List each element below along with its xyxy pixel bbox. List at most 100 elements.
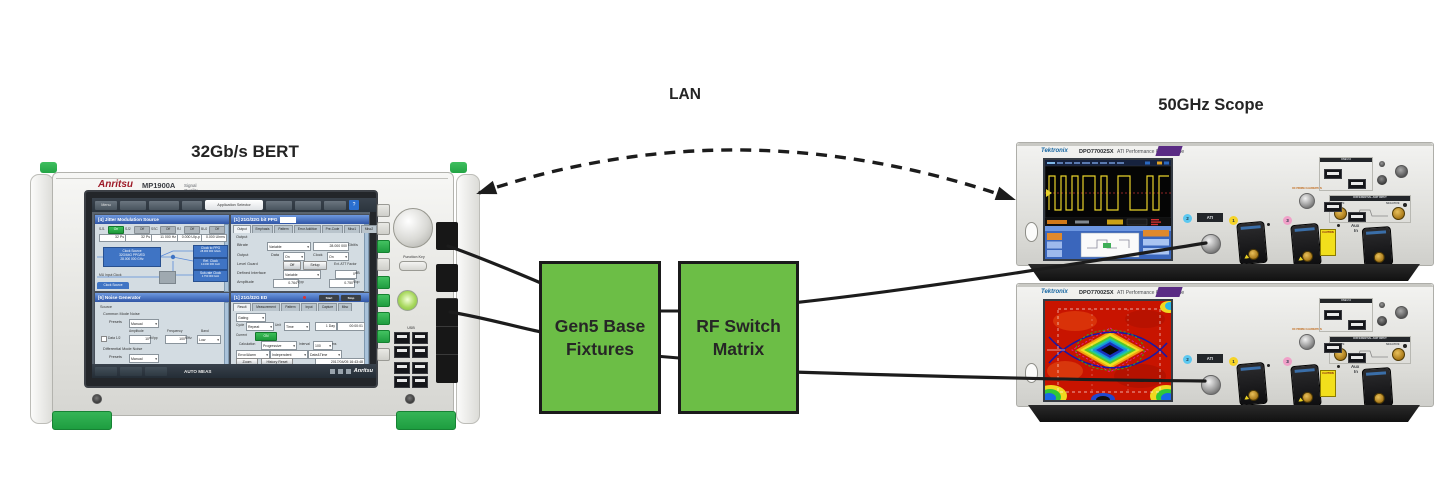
usb-port[interactable]: [394, 346, 410, 358]
soft-key-green[interactable]: [377, 276, 390, 289]
scrollbar[interactable]: [364, 224, 369, 292]
probe-module[interactable]: [1236, 361, 1268, 407]
audio-jack-small[interactable]: [1379, 302, 1385, 308]
menu-button[interactable]: Menu: [95, 200, 117, 210]
usb-port[interactable]: [394, 376, 410, 388]
data-checkbox[interactable]: [101, 336, 107, 342]
calculation-select[interactable]: Progressive▾: [261, 341, 297, 350]
soft-key-green[interactable]: [377, 294, 390, 307]
level-guard-setup-button[interactable]: Setup: [303, 261, 327, 270]
presets-select-2[interactable]: Manual▾: [129, 354, 159, 363]
application-selector-button[interactable]: Application Selector: [205, 200, 263, 210]
ati-input-connector[interactable]: [1201, 375, 1221, 395]
level-guard-off-button[interactable]: Off: [283, 261, 301, 270]
subrate-clock-box[interactable]: Sub-rate Clock 1.750 000 GHz: [193, 270, 228, 282]
usb-port[interactable]: [1324, 202, 1342, 212]
probe-connector[interactable]: [1301, 391, 1314, 404]
offset-value[interactable]: 0.750: [329, 279, 355, 288]
soft-key[interactable]: [377, 204, 390, 217]
current-on-button[interactable]: ON: [255, 331, 277, 341]
tab-capture[interactable]: Capture: [318, 303, 337, 311]
scrollbar[interactable]: [364, 302, 369, 366]
clock-source-tab[interactable]: Clock Source: [97, 282, 129, 289]
power-button[interactable]: [397, 290, 418, 311]
soft-key[interactable]: [377, 348, 390, 361]
slot-select[interactable]: [280, 216, 297, 223]
presets-select[interactable]: Manual▾: [129, 319, 159, 328]
aux-module[interactable]: [1361, 226, 1394, 267]
amplitude-value[interactable]: 0.764: [273, 279, 299, 288]
toolbar-button[interactable]: [182, 200, 202, 210]
tab-misc2[interactable]: Misc2: [361, 225, 377, 233]
soft-key[interactable]: [377, 222, 390, 235]
usb-port[interactable]: [394, 362, 410, 374]
negative-connector[interactable]: [1392, 348, 1405, 361]
usb-port[interactable]: [1324, 310, 1342, 320]
buj-toggle[interactable]: Off: [209, 226, 225, 234]
noise-amplitude-value[interactable]: 10: [129, 335, 151, 344]
soft-key-green[interactable]: [377, 240, 390, 253]
tab-measurement[interactable]: Measurement: [252, 303, 280, 311]
ati-input-connector[interactable]: [1201, 234, 1221, 254]
probe-connector[interactable]: [1301, 250, 1314, 263]
defined-interface-select[interactable]: Variable▾: [283, 270, 321, 279]
start-button[interactable]: Start: [319, 294, 339, 301]
ground-jack[interactable]: [405, 394, 415, 404]
unit-select[interactable]: Time▾: [284, 322, 310, 331]
toolbar-button[interactable]: [149, 200, 179, 210]
help-button[interactable]: ?: [349, 200, 359, 210]
day-value[interactable]: 1 Day: [315, 322, 337, 331]
usb-port[interactable]: [1348, 353, 1366, 363]
sj2-toggle[interactable]: Off: [134, 226, 150, 234]
stop-button[interactable]: [295, 200, 321, 210]
clock-source-box[interactable]: Clock Source 32G/64G PPG/ED 28.000 000 G…: [103, 247, 161, 267]
status-key[interactable]: [95, 366, 117, 376]
usb-port[interactable]: [1324, 343, 1342, 353]
probe-module[interactable]: [1290, 363, 1322, 409]
probe-module[interactable]: [1236, 220, 1268, 266]
usb-port[interactable]: [412, 332, 428, 344]
usb-port[interactable]: [1348, 212, 1366, 222]
usb-port[interactable]: [412, 362, 428, 374]
aux-jack[interactable]: [92, 394, 102, 404]
usb-port[interactable]: [412, 346, 428, 358]
status-icon[interactable]: [329, 368, 335, 374]
status-key[interactable]: [120, 366, 142, 376]
tab-result[interactable]: Result: [233, 303, 251, 311]
probe-connector[interactable]: [1247, 248, 1260, 261]
tab-emphasis[interactable]: Emphasis: [252, 225, 273, 233]
clock-to-ppg-box[interactable]: Clock to PPG 28.000 000 Gbit/s: [193, 245, 228, 258]
tab-pre-code[interactable]: Pre-Code: [322, 225, 343, 233]
tab-pattern[interactable]: Pattern: [281, 303, 300, 311]
usb-port[interactable]: [1348, 179, 1366, 189]
clock-on-select[interactable]: On▾: [327, 252, 349, 261]
bitrate-value[interactable]: 28.000 000: [313, 242, 349, 251]
clock-switch[interactable]: [159, 271, 176, 284]
usb-port[interactable]: [1324, 169, 1342, 179]
noise-frequency-value[interactable]: 100: [165, 335, 187, 344]
ref-clock-box[interactable]: Ref. Clock 14.000 000 GHz: [193, 258, 228, 270]
probe-connector[interactable]: [1247, 389, 1260, 402]
front-knob[interactable]: [1395, 306, 1408, 319]
sj1-toggle[interactable]: On: [108, 226, 124, 234]
soft-key-green[interactable]: [377, 312, 390, 325]
function-key-button[interactable]: [399, 261, 427, 271]
usb-ports-bottom[interactable]: [394, 362, 428, 388]
toolbar-button[interactable]: [324, 200, 346, 210]
audio-jack-large[interactable]: [1377, 316, 1387, 326]
cycle-select[interactable]: Repeat▾: [246, 322, 274, 331]
dc-probe-cal-connector[interactable]: [1299, 193, 1315, 209]
tab-error-addition[interactable]: Error Addition: [294, 225, 321, 233]
probe-module[interactable]: [1290, 222, 1322, 268]
data-on-select[interactable]: On▾: [283, 252, 305, 261]
aux-connector[interactable]: [1373, 392, 1386, 405]
bitrate-select[interactable]: Variable▾: [267, 242, 311, 251]
negative-connector[interactable]: [1392, 207, 1405, 220]
usb-port[interactable]: [412, 376, 428, 388]
gating-select[interactable]: Gating▾: [236, 313, 266, 322]
time-value[interactable]: 00:00:01: [337, 322, 365, 331]
audio-jack-large[interactable]: [1377, 175, 1387, 185]
status-icon[interactable]: [345, 368, 351, 374]
soft-key-green[interactable]: [377, 330, 390, 343]
aux-module[interactable]: [1361, 367, 1394, 408]
